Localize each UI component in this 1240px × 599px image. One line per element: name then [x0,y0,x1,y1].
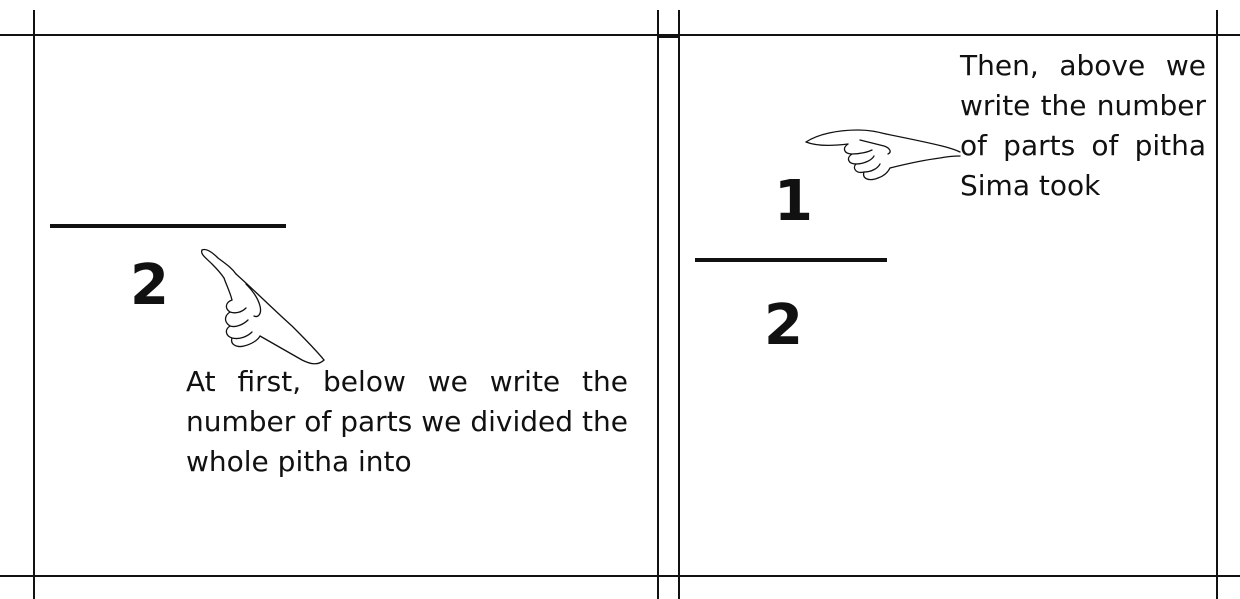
frame-top-line [0,34,1240,36]
frame-mid-right-line [678,10,680,599]
frame-left-line [33,10,35,599]
denominator: 2 [764,298,803,354]
pointing-hand-icon [802,120,962,190]
fraction-bar [50,224,286,228]
denominator: 2 [130,258,169,314]
frame-bottom-line [0,575,1240,577]
frame-mid-left-line [657,10,659,599]
fraction-bar [695,258,887,262]
frame-mid-top-connector [657,36,680,38]
pointing-hand-icon [196,244,336,369]
left-caption: At first, below we write the number of p… [186,362,628,482]
right-caption: Then, above we write the number of parts… [960,46,1206,206]
frame-right-line [1216,10,1218,599]
